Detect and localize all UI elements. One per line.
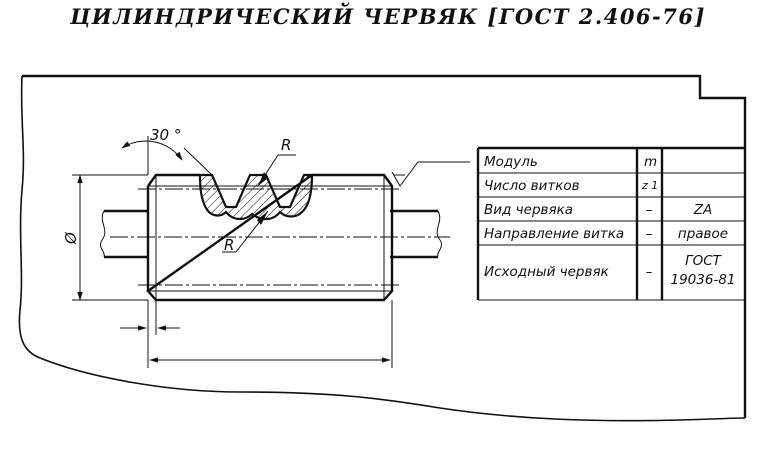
diameter-dimension: Ø — [62, 174, 148, 301]
table-row-3-param: Вид червяка — [484, 202, 573, 218]
table-row-5-symbol: – — [646, 264, 653, 280]
table-row-3-value: ZA — [693, 202, 712, 218]
table-row-4-symbol: – — [646, 226, 653, 242]
length-dimension — [147, 300, 393, 368]
radius-label-top: R — [281, 136, 291, 154]
table-row-4-param: Направление витка — [484, 226, 624, 242]
shaft-left — [99, 209, 148, 259]
sheet-frame — [18, 74, 747, 422]
table-row-5-value-line1: ГОСТ — [685, 253, 723, 269]
parameter-table: Модуль m Число витков z 1 Вид червяка – … — [476, 146, 745, 301]
angle-label: 30 ° — [150, 126, 181, 144]
table-row-2-symbol: z 1 — [641, 179, 658, 192]
table-row-1-symbol: m — [644, 154, 657, 170]
thread-section — [198, 173, 314, 221]
table-row-2-param: Число витков — [484, 178, 580, 194]
page-title: ЦИЛИНДРИЧЕСКИЙ ЧЕРВЯК [ГОСТ 2.406-76] — [70, 4, 706, 29]
table-row-3-symbol: – — [646, 202, 653, 218]
surface-finish-symbol — [391, 161, 470, 187]
chamfer-dimension — [120, 300, 180, 335]
shaft-right — [390, 209, 443, 259]
radius-leader-bottom: R — [222, 210, 269, 254]
table-row-5-value-line2: 19036-81 — [671, 272, 736, 288]
radius-leader-top: R — [257, 136, 296, 187]
table-row-1-param: Модуль — [484, 154, 538, 170]
diameter-symbol: Ø — [62, 231, 80, 245]
table-row-5-param: Исходный червяк — [484, 264, 610, 280]
radius-label-bottom: R — [224, 236, 234, 254]
table-row-4-value: правое — [678, 226, 728, 242]
angle-dimension: 30 ° — [121, 126, 213, 176]
